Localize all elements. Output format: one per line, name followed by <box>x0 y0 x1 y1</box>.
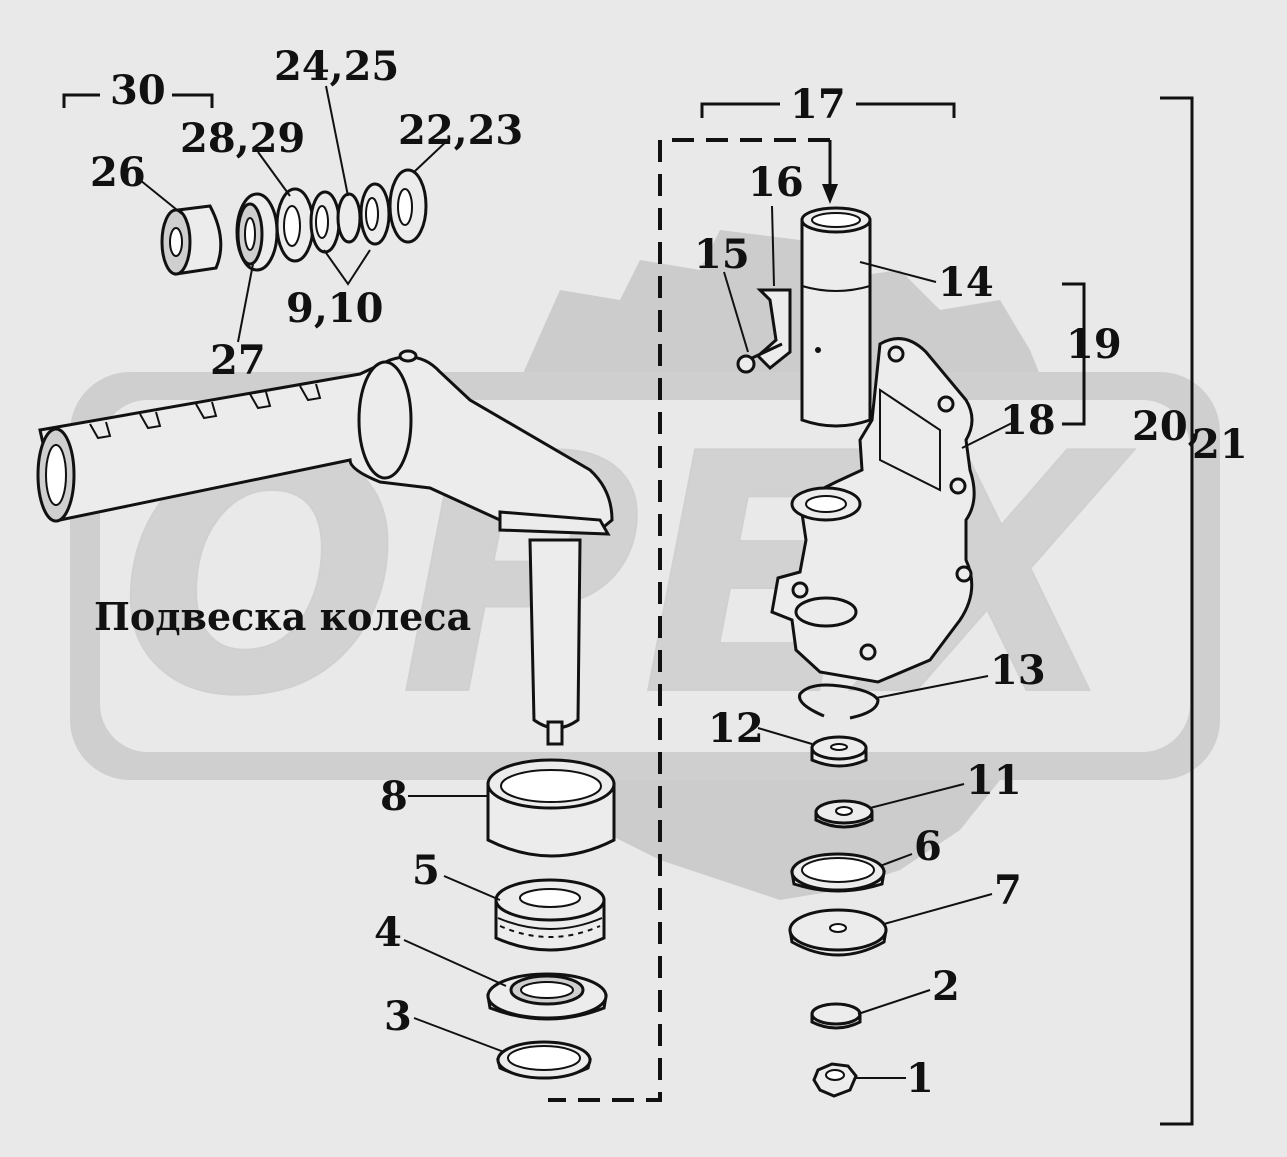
part-8-bushing <box>486 758 616 858</box>
label-27: 27 <box>210 337 266 384</box>
leader-28-29 <box>257 151 291 197</box>
leader-5 <box>443 875 501 901</box>
label-15: 15 <box>694 231 750 278</box>
part-11-spacer <box>814 799 874 829</box>
label-13: 13 <box>990 647 1046 694</box>
label-20-21b: 21 <box>1192 421 1248 468</box>
label-18: 18 <box>1000 397 1056 444</box>
bracket-17: 17 <box>700 81 956 204</box>
part-5-bearing <box>494 878 606 952</box>
label-5: 5 <box>412 847 440 894</box>
part-7-cap <box>788 908 888 957</box>
part-16-plate <box>755 288 792 371</box>
part-18-knuckle <box>770 337 976 684</box>
label-28-29: 28,29 <box>180 115 305 162</box>
part-28-29-washer <box>275 187 315 263</box>
leader-14 <box>859 261 937 283</box>
label-14: 14 <box>938 259 994 306</box>
part-6-ring <box>790 852 886 893</box>
bracket-20-21: 20, 21 <box>1132 96 1248 1126</box>
label-30: 30 <box>110 67 166 114</box>
leader-4 <box>403 939 507 987</box>
label-2: 2 <box>932 963 960 1010</box>
dashed-box <box>548 138 830 1102</box>
part-15-bolt <box>736 342 783 374</box>
label-26: 26 <box>90 149 146 196</box>
label-20-21a: 20, <box>1132 403 1202 450</box>
leader-12 <box>757 727 813 745</box>
leader-13 <box>875 675 989 699</box>
leader-6 <box>879 853 913 867</box>
leader-24-25 <box>325 85 349 197</box>
part-12-washer <box>810 735 868 768</box>
leader-22-23 <box>413 137 451 173</box>
label-16: 16 <box>748 159 804 206</box>
leader-26 <box>139 179 183 215</box>
part-27-ring <box>235 192 279 272</box>
label-8: 8 <box>380 773 408 820</box>
part-1-nut <box>812 1062 858 1098</box>
leader-2 <box>857 989 931 1015</box>
leader-3 <box>413 1017 505 1053</box>
part-4-seat <box>486 972 608 1021</box>
diagram-title: Подвеска колеса <box>94 594 471 639</box>
part-2-washer <box>810 1002 862 1030</box>
label-17: 17 <box>790 81 846 128</box>
label-7: 7 <box>994 867 1022 914</box>
axle-beam <box>36 349 614 746</box>
part-22-23-washer <box>388 168 428 244</box>
label-11: 11 <box>966 757 1022 804</box>
leader-15 <box>723 271 749 353</box>
label-3: 3 <box>384 993 412 1040</box>
bracket-19: 19 <box>1062 282 1122 426</box>
label-19: 19 <box>1066 321 1122 368</box>
label-6: 6 <box>914 823 942 870</box>
label-24-25: 24,25 <box>274 43 399 90</box>
label-12: 12 <box>708 705 764 752</box>
label-22-23: 22,23 <box>398 107 523 154</box>
watermark: OPEX <box>70 230 1220 900</box>
leader-9-10 <box>323 249 371 286</box>
leader-11 <box>869 783 965 809</box>
label-9-10: 9,10 <box>286 285 383 332</box>
leader-18 <box>961 421 1015 449</box>
part-26-bushing <box>160 204 223 276</box>
leader-16 <box>771 205 775 287</box>
part-13-snap-ring <box>798 683 880 720</box>
part-3-ring <box>496 1040 592 1080</box>
part-14-sleeve <box>800 206 872 428</box>
leader-27 <box>237 263 254 343</box>
part-9-10-washer <box>309 190 341 254</box>
label-4: 4 <box>374 909 402 956</box>
part-24-25-shim <box>336 192 362 244</box>
part-9-10-washer-b <box>359 182 391 246</box>
bracket-30: 30 <box>62 67 214 114</box>
label-1: 1 <box>906 1055 934 1102</box>
leader-7 <box>883 893 993 925</box>
